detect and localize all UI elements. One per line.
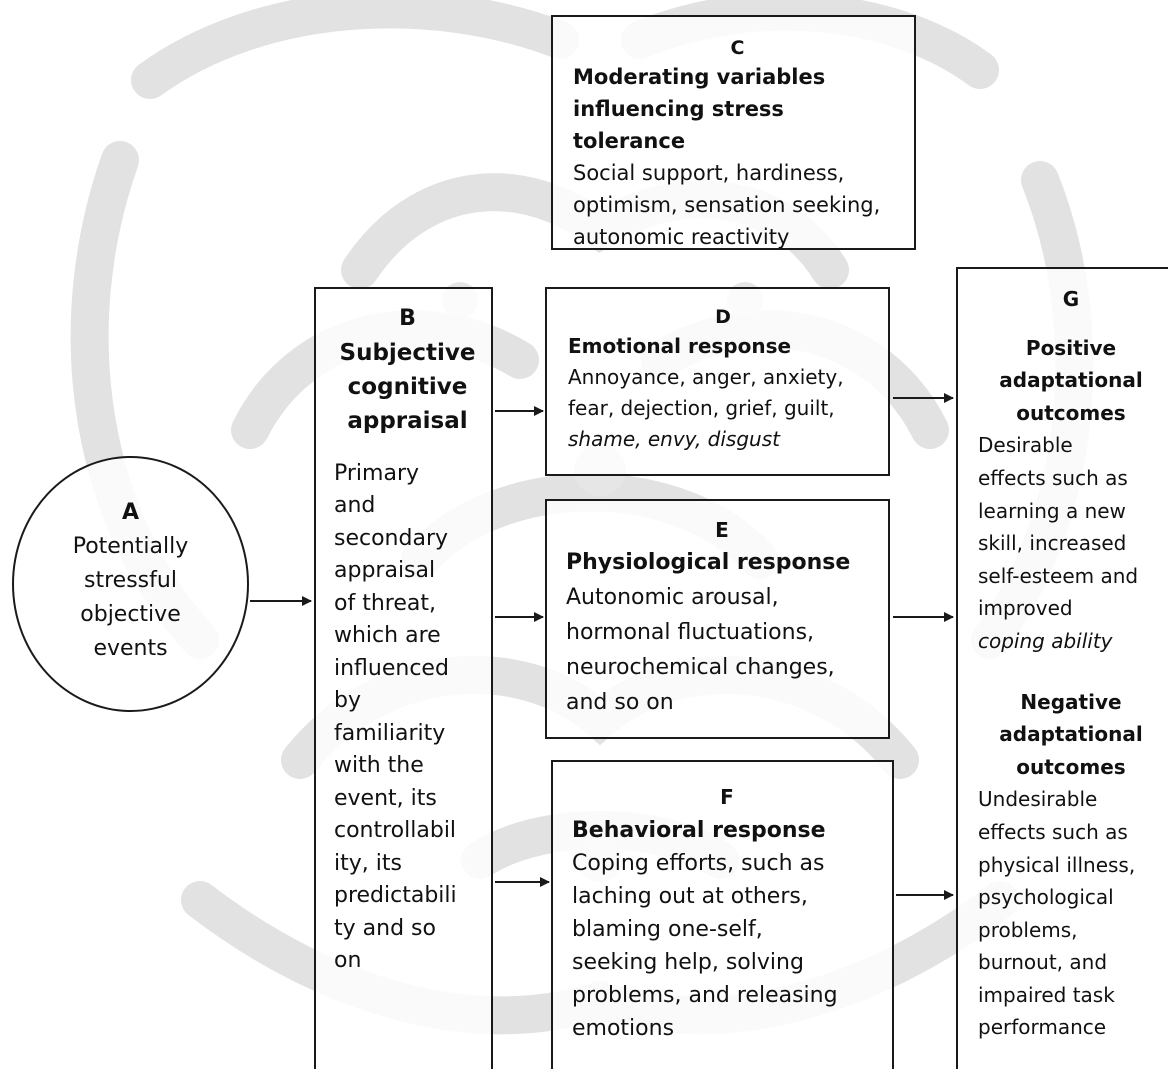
node-e-body: Autonomic arousal, hormonal fluctuations…: [566, 585, 835, 715]
node-f-body: Coping efforts, such as laching out at o…: [572, 851, 838, 1041]
node-d-body-italic: shame, envy, disgust: [568, 427, 780, 451]
node-c: C Moderating variables influencing stres…: [551, 15, 916, 250]
node-f: F Behavioral response Coping efforts, su…: [551, 760, 894, 1069]
node-b: B Subjective cognitive appraisal Primary…: [314, 287, 493, 1069]
node-a-letter: A: [121, 500, 140, 525]
node-g-positive-italic: coping ability: [978, 628, 1113, 653]
node-d-title: Emotional response: [568, 334, 792, 358]
node-d: D Emotional response Annoyance, anger, a…: [545, 287, 890, 476]
node-g-positive-title: Positive adaptational outcomes: [999, 335, 1143, 425]
node-g-negative-body: Undesirable effects such as physical ill…: [978, 787, 1136, 1040]
node-c-title: Moderating variables influencing stress …: [573, 65, 826, 153]
node-c-body: Social support, hardiness, optimism, sen…: [573, 161, 881, 249]
node-g: G Positive adaptational outcomes Desirab…: [956, 267, 1168, 1069]
node-c-letter: C: [730, 37, 745, 59]
node-g-letter: G: [1062, 287, 1080, 311]
node-f-title: Behavioral response: [572, 818, 826, 843]
node-e: E Physiological response Autonomic arous…: [545, 499, 890, 739]
node-g-positive-body: Desirable effects such as learning a new…: [978, 433, 1139, 621]
node-a: A Potentially stressful objective events: [12, 456, 249, 712]
node-e-letter: E: [715, 518, 729, 542]
node-a-text: Potentially stressful objective events: [72, 534, 189, 661]
node-f-letter: F: [720, 785, 734, 809]
node-d-body: Annoyance, anger, anxiety, fear, dejecti…: [568, 365, 844, 420]
node-b-body: Primary and secondary appraisal of threa…: [334, 460, 457, 974]
node-g-negative-title: Negative adaptational outcomes: [999, 689, 1143, 779]
node-b-letter: B: [399, 306, 416, 331]
node-d-letter: D: [715, 306, 731, 328]
node-e-title: Physiological response: [566, 550, 851, 575]
node-b-title: Subjective cognitive appraisal: [339, 339, 476, 434]
